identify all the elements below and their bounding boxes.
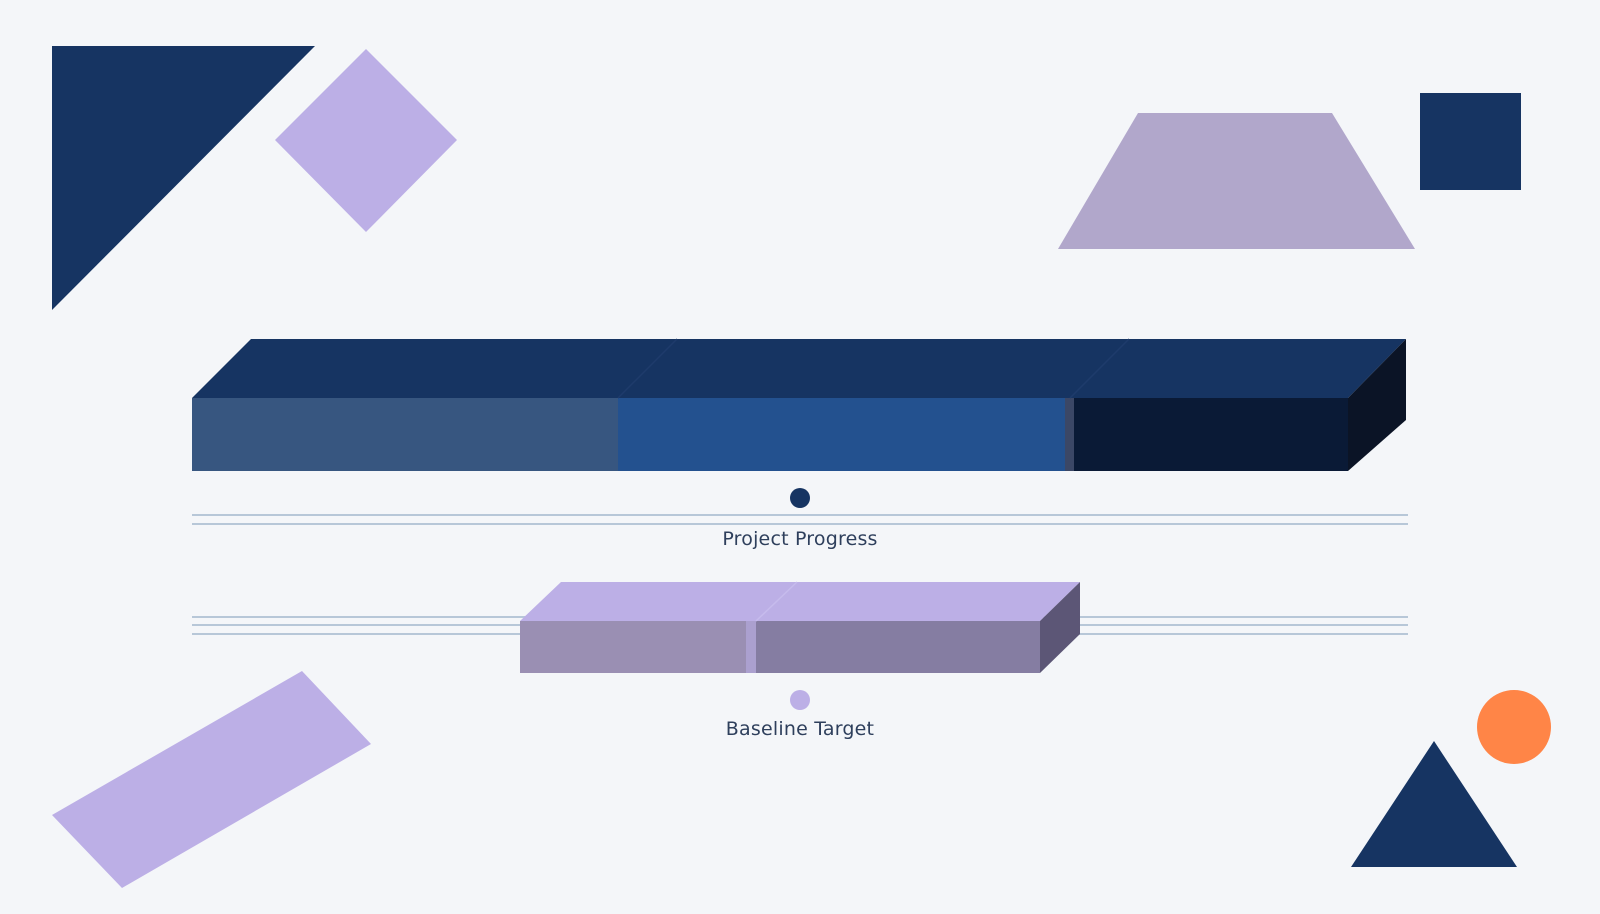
progress-top-seam-1 [617,338,678,399]
progress-segment-2 [618,398,1065,471]
progress-segment-1 [192,398,618,471]
progress-top-seam-2 [1069,338,1130,399]
orange-circle [1477,690,1551,764]
navy-square [1420,93,1521,190]
navy-triangle-bottom-right [1351,741,1517,867]
lavender-parallelogram [52,671,371,888]
progress-segment-divider [1065,398,1074,471]
progress-guide-lines [192,514,1408,525]
progress-bar [192,338,1406,471]
progress-marker-dot [790,488,810,508]
baseline-bar-top [520,582,1080,621]
navy-triangle-top-left [52,46,315,310]
progress-segment-3 [1074,398,1348,471]
progress-bar-top [192,339,1406,398]
mauve-trapezoid [1058,113,1415,249]
baseline-segment-2 [756,621,1040,673]
baseline-top-seam [755,581,798,622]
lavender-diamond [275,49,457,232]
baseline-segment-1 [520,621,746,673]
baseline-segment-divider [746,621,756,673]
progress-label: Project Progress [722,528,878,550]
baseline-label: Baseline Target [725,718,875,740]
progress-bar-side [1348,339,1406,471]
baseline-bar [520,581,1080,673]
baseline-marker-dot [790,690,810,710]
baseline-bar-side [1040,582,1080,673]
